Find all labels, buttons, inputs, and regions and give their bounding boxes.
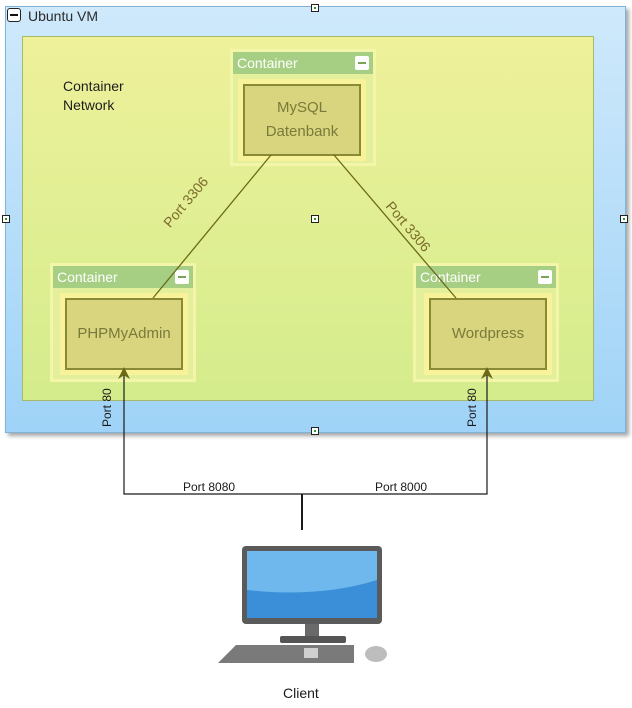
mysql-datenbank-box[interactable]: MySQL Datenbank (238, 79, 366, 161)
container-network-label: Container Network (63, 78, 124, 113)
port-8000-label: Port 8000 (375, 480, 428, 494)
network-center-handle[interactable] (311, 215, 319, 223)
connector-client-phpmyadmin[interactable] (118, 367, 302, 495)
connector-phpmyadmin-mysql[interactable] (152, 154, 272, 299)
port-80-wordpress-label: Port 80 (465, 388, 479, 427)
container-title: Container (237, 55, 298, 71)
phpmyadmin-box[interactable]: PHPMyAdmin (60, 293, 188, 375)
port-8080-label: Port 8080 (183, 480, 236, 494)
container-title: Container (57, 269, 118, 285)
resize-handle-bottom[interactable] (311, 427, 319, 435)
container-header: Container (53, 266, 193, 288)
minimize-icon[interactable] (175, 270, 189, 284)
wordpress-container[interactable]: Container Wordpress (413, 263, 559, 382)
computer-icon[interactable] (218, 546, 387, 663)
connector-client-wordpress[interactable] (302, 367, 493, 495)
phpmyadmin-container[interactable]: Container PHPMyAdmin (50, 263, 196, 382)
vm-collapse-icon[interactable] (7, 8, 21, 22)
minimize-icon[interactable] (355, 56, 369, 70)
resize-handle-top[interactable] (311, 4, 319, 12)
client-label: Client (283, 685, 319, 701)
mysql-container[interactable]: Container MySQL Datenbank (230, 49, 376, 166)
container-header: Container (233, 52, 373, 74)
resize-handle-left[interactable] (2, 215, 10, 223)
wordpress-box[interactable]: Wordpress (424, 293, 552, 375)
vm-title: Ubuntu VM (28, 8, 99, 24)
connector-wordpress-mysql[interactable] (333, 154, 457, 299)
resize-handle-right[interactable] (620, 215, 628, 223)
minimize-icon[interactable] (538, 270, 552, 284)
port-80-phpmyadmin-label: Port 80 (100, 388, 114, 427)
